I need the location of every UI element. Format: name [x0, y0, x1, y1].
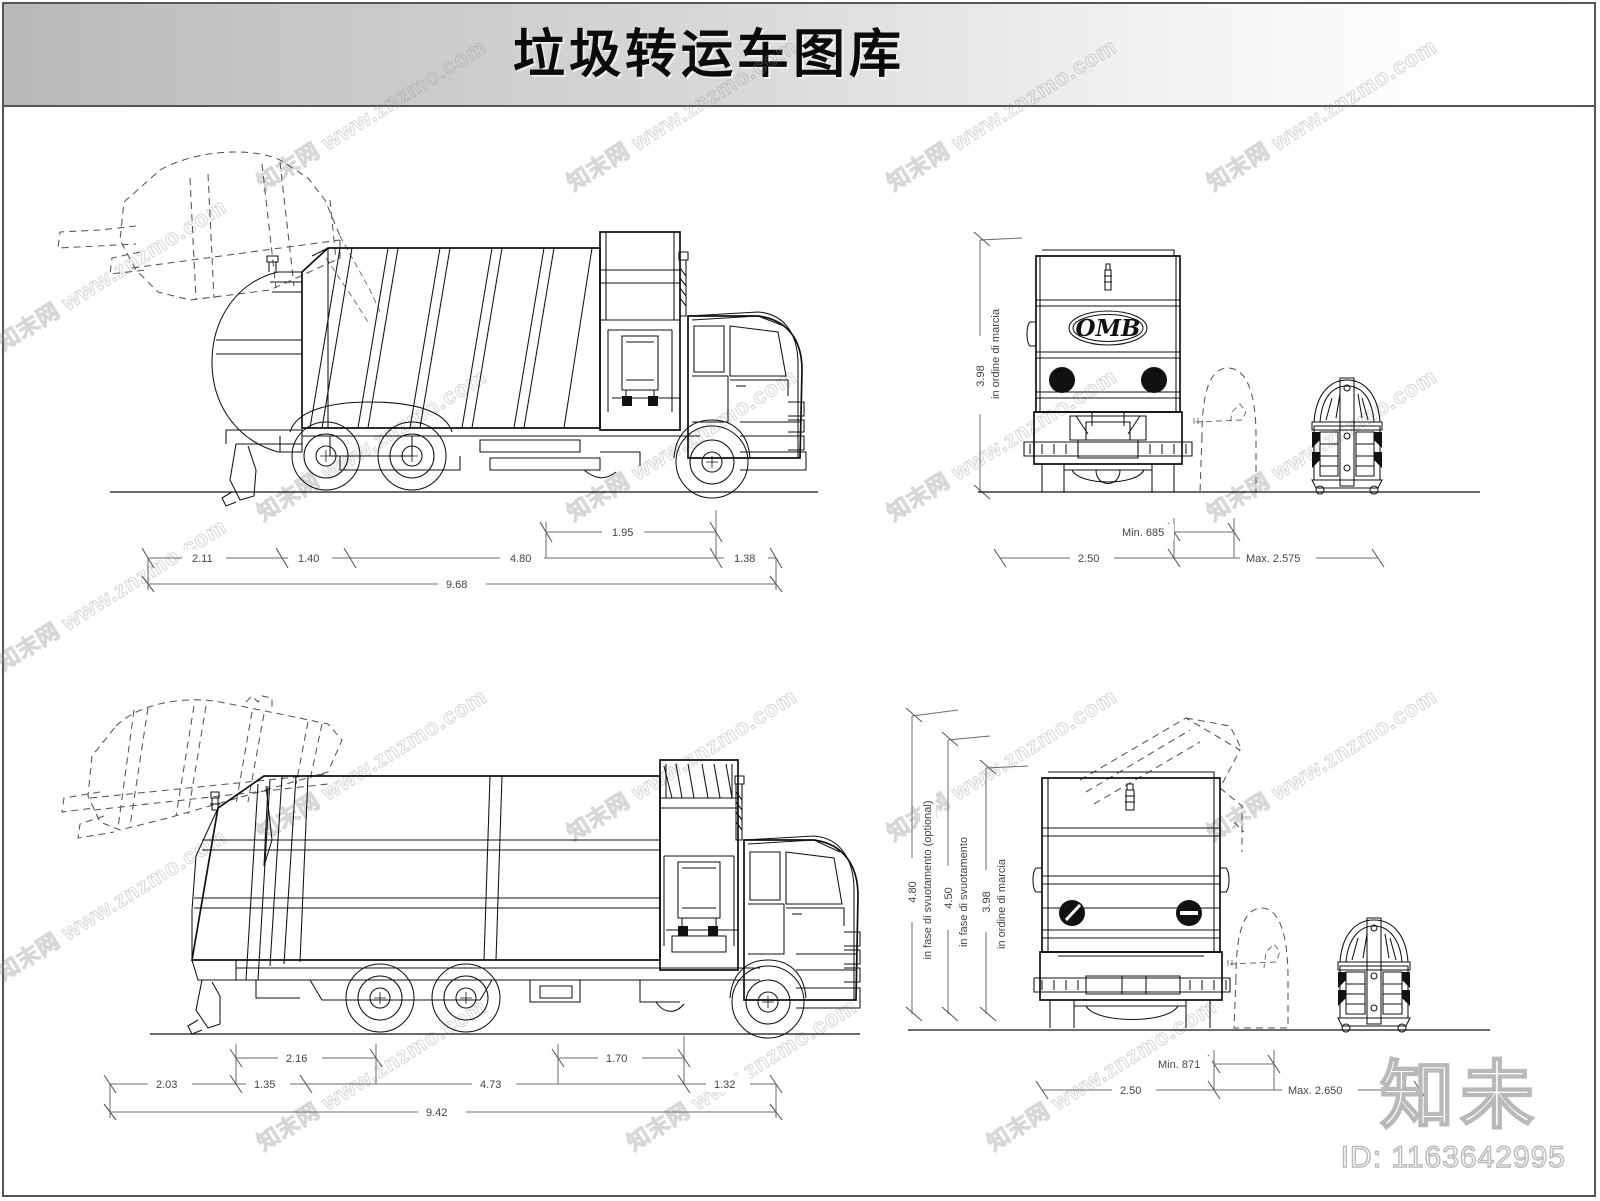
dim-vertical-3-98: 3.98 in ordine di marcia — [971, 231, 1023, 500]
view-rear-elevation-tipping: 4.80 in fase di svuotamento (optional) 4… — [890, 680, 1570, 1150]
dim-vertical-4-50: 4.50 in fase di svuotamento — [939, 731, 991, 1022]
dim-9-68: 9.68 — [446, 579, 467, 591]
dim-note-ordine-marcia: in ordine di marcia — [990, 308, 1002, 399]
dimensions-bottom-right: Min. 871 2.50 Max. 2.650 — [1035, 1050, 1427, 1100]
dim-value-3-98-tipping: 3.98 — [981, 891, 993, 912]
phantom-bin-rear-tipping — [1227, 907, 1289, 1029]
truck-cab-tipping — [734, 775, 861, 1009]
dim-vertical-4-80: 4.80 in fase di svuotamento (optional) — [903, 707, 959, 1022]
compactor-body — [301, 247, 601, 429]
dim-2-03: 2.03 — [156, 1079, 177, 1091]
page-title: 垃圾转运车图库 — [512, 23, 905, 85]
view-rear-elevation-transport: 3.98 in ordine di marcia OMB — [950, 140, 1570, 600]
rear-loader-tail — [211, 255, 303, 507]
dim-4-73: 4.73 — [480, 1079, 501, 1091]
lifter-arm-phantom — [339, 235, 381, 313]
dim-min-871: Min. 871 — [1158, 1059, 1200, 1071]
rear-mechanism-tipping — [1033, 951, 1231, 1028]
rear-lamp-left — [1049, 367, 1075, 393]
rear-wheels — [289, 401, 453, 491]
omb-badge-oval — [1068, 310, 1148, 346]
dim-2-50: 2.50 — [1078, 553, 1099, 565]
dim-1-95: 1.95 — [612, 527, 633, 539]
view-side-elevation-tipping: 2.16 1.70 2.03 1.35 4.73 1.32 9.42 — [60, 680, 861, 1150]
dimensions-bottom-left: 2.16 1.70 2.03 1.35 4.73 1.32 9.42 — [103, 1036, 783, 1121]
hopper-chute-tipping — [659, 759, 739, 971]
dim-vertical-3-98-tipping: 3.98 in ordine di marcia — [977, 759, 1029, 1022]
dim-max-2-575: Max. 2.575 — [1246, 553, 1300, 565]
rear-mechanism — [1023, 411, 1193, 492]
rear-lamp-right — [1141, 367, 1167, 393]
dim-value-4-50: 4.50 — [943, 887, 955, 908]
dim-1-40: 1.40 — [298, 553, 319, 565]
title-bar: 垃圾转运车图库 — [4, 4, 1594, 107]
view-side-elevation-transport: 1.95 2.11 1.40 4.80 1.38 9.68 — [40, 140, 820, 600]
phantom-bin-lifted — [57, 151, 341, 301]
compactor-body-tilted — [187, 775, 661, 1035]
truck-cab — [678, 251, 807, 471]
rear-body: OMB — [1026, 249, 1181, 413]
dimensions-top-left: 1.95 2.11 1.40 4.80 1.38 9.68 — [141, 510, 783, 593]
dim-1-32: 1.32 — [714, 1079, 735, 1091]
dim-value-3-98: 3.98 — [975, 365, 987, 386]
dim-1-70: 1.70 — [606, 1053, 627, 1065]
dim-value-4-80: 4.80 — [907, 881, 919, 902]
dim-note-ordine-marcia-tipping: in ordine di marcia — [996, 858, 1008, 949]
dim-note-svuotamento-optional: in fase di svuotamento (optional) — [922, 801, 934, 960]
omb-badge-text: OMB — [1076, 315, 1141, 342]
lifter-arm-phantom-2 — [325, 257, 369, 323]
dim-min-685: Min. 685 — [1122, 527, 1164, 539]
hopper-chute — [599, 231, 681, 431]
rear-wheels-tipping — [345, 963, 501, 1033]
phantom-body-tilted — [61, 695, 343, 839]
front-wheel-tipping — [729, 959, 807, 1039]
phantom-bin-rear — [1193, 367, 1257, 493]
dim-4-80: 4.80 — [510, 553, 531, 565]
dim-1-35: 1.35 — [254, 1079, 275, 1091]
drawing-id-label: ID: 1163642995 — [1340, 1140, 1566, 1174]
dimensions-top-right: Min. 685 2.50 Max. 2.575 — [993, 518, 1385, 568]
zhimo-logo: 知未 — [1379, 1053, 1540, 1139]
wheelie-bin — [1311, 377, 1383, 495]
dim-1-38: 1.38 — [734, 553, 755, 565]
chassis-frame-tipping — [236, 967, 760, 1012]
rear-body-tipping — [1032, 771, 1230, 953]
dim-2-11: 2.11 — [192, 553, 213, 565]
dim-2-50-tipping: 2.50 — [1120, 1085, 1141, 1097]
phantom-lid-raised — [1079, 717, 1245, 852]
dim-2-16: 2.16 — [286, 1053, 307, 1065]
wheelie-bin-tipping — [1337, 917, 1411, 1033]
dim-max-2-650: Max. 2.650 — [1288, 1085, 1342, 1097]
dim-9-42: 9.42 — [426, 1107, 447, 1119]
front-wheel — [673, 419, 751, 499]
dim-note-svuotamento: in fase di svuotamento — [958, 837, 970, 947]
